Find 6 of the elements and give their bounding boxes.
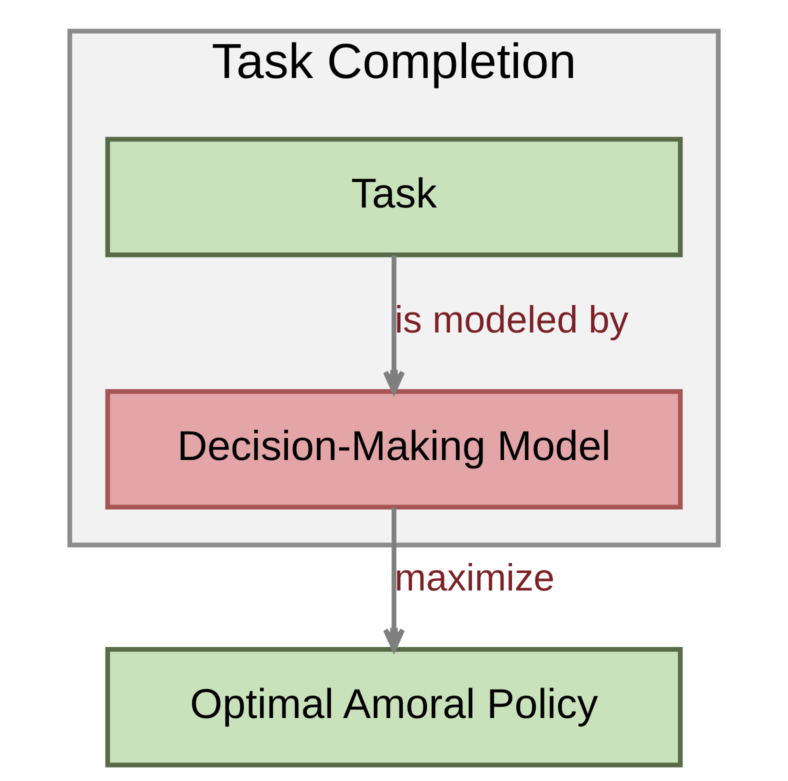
arrow	[383, 255, 405, 394]
edge-label: is modeled by	[394, 300, 629, 342]
edge-label: maximize	[394, 558, 555, 600]
node-box: Decision-Making Model	[105, 389, 683, 510]
node-box: Task	[105, 136, 683, 258]
node-box: Optimal Amoral Policy	[105, 646, 683, 768]
